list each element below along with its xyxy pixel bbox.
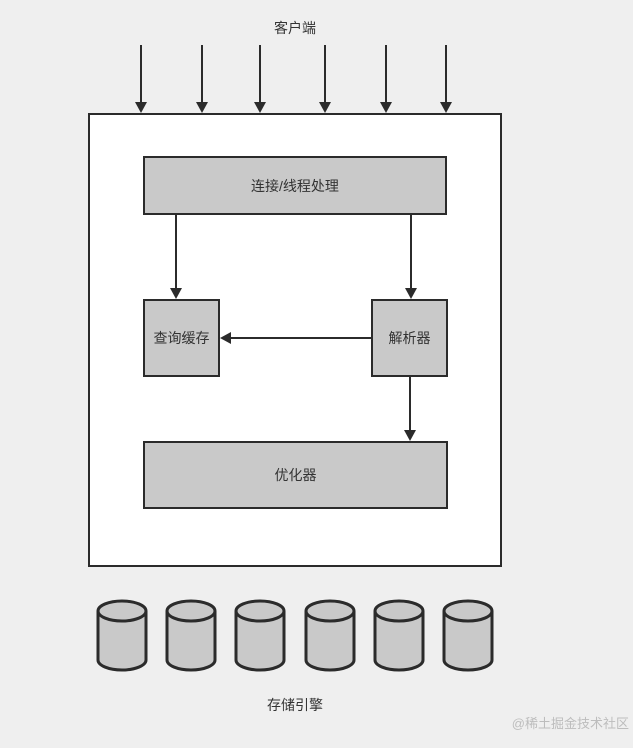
parser-to-optimizer-arrow bbox=[404, 377, 416, 441]
database-cylinder-icon bbox=[442, 599, 494, 672]
database-cylinder-icon bbox=[165, 599, 217, 672]
database-cylinder-icon bbox=[304, 599, 356, 672]
client-to-server-arrow bbox=[440, 45, 452, 113]
client-label: 客户端 bbox=[274, 20, 316, 36]
node-optimizer-label: 优化器 bbox=[274, 467, 317, 483]
database-cylinder-icon bbox=[234, 599, 286, 672]
parser-to-query-cache-arrow bbox=[220, 332, 371, 344]
connection-to-parser-arrow bbox=[405, 215, 417, 299]
database-cylinder-icon bbox=[96, 599, 148, 672]
client-to-server-arrow bbox=[196, 45, 208, 113]
client-to-server-arrow bbox=[254, 45, 266, 113]
node-connection-thread-handling: 连接/线程处理 bbox=[143, 156, 447, 215]
node-connection-label: 连接/线程处理 bbox=[251, 177, 339, 194]
node-parser: 解析器 bbox=[371, 299, 448, 377]
storage-engine-cylinders bbox=[96, 599, 494, 673]
node-query-cache: 查询缓存 bbox=[143, 299, 220, 377]
connection-to-query-cache-arrow bbox=[170, 215, 182, 299]
client-to-server-arrow bbox=[319, 45, 331, 113]
client-to-server-arrow bbox=[135, 45, 147, 113]
node-parser-label: 解析器 bbox=[388, 330, 431, 346]
client-to-server-arrow bbox=[380, 45, 392, 113]
watermark: @稀土掘金技术社区 bbox=[511, 716, 629, 731]
node-query-cache-label: 查询缓存 bbox=[153, 330, 210, 346]
database-cylinder-icon bbox=[373, 599, 425, 672]
storage-engine-label: 存储引擎 bbox=[267, 697, 323, 713]
node-optimizer: 优化器 bbox=[143, 441, 448, 509]
